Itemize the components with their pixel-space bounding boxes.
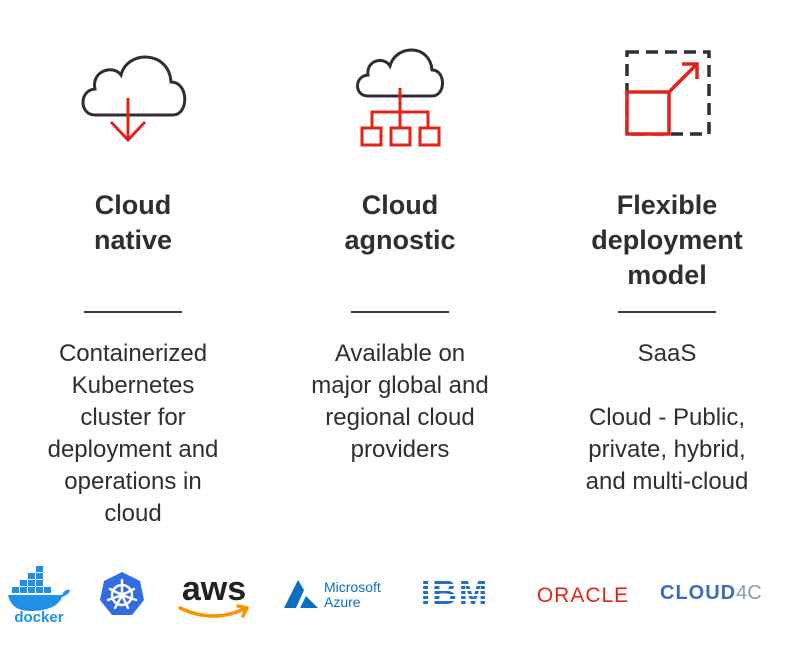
divider xyxy=(618,311,716,313)
ibm-wordmark: IBM xyxy=(414,576,496,610)
cloud-network-icon xyxy=(356,48,444,147)
ibm-logo: IBM xyxy=(414,576,496,610)
feature-description: Available on major global and regional c… xyxy=(311,340,489,463)
docker-wordmark: docker xyxy=(14,609,63,624)
scale-expand-icon xyxy=(625,50,711,136)
feature-title: Cloud agnostic xyxy=(344,190,456,255)
cloud4c-wordmark: CLOUD xyxy=(660,582,737,604)
feature-description: SaaS Cloud - Public, private, hybrid, an… xyxy=(585,340,749,495)
azure-wordmark-line1: Microsoft xyxy=(324,579,381,595)
aws-logo: aws xyxy=(178,570,249,618)
feature-description: Containerized Kubernetes cluster for dep… xyxy=(47,340,219,527)
cloud-download-icon xyxy=(81,55,187,143)
cloud4c-logo: CLOUD4C xyxy=(660,582,790,605)
aws-wordmark: aws xyxy=(182,570,246,608)
docker-logo: docker xyxy=(8,566,70,624)
oracle-wordmark: ORACLE xyxy=(536,584,630,607)
azure-logo: Microsoft Azure xyxy=(284,579,381,610)
feature-title: Cloud native xyxy=(93,190,173,255)
oracle-logo: ORACLE xyxy=(520,584,646,608)
cloud4c-suffix: 4C xyxy=(736,582,762,604)
kubernetes-logo xyxy=(100,572,144,615)
divider xyxy=(351,311,449,313)
partner-logos: docker aws Microsoft Azure IBM ORACL xyxy=(0,560,800,640)
feature-title: Flexible deployment model xyxy=(591,190,743,290)
azure-wordmark-line2: Azure xyxy=(324,594,361,610)
divider xyxy=(84,311,182,313)
